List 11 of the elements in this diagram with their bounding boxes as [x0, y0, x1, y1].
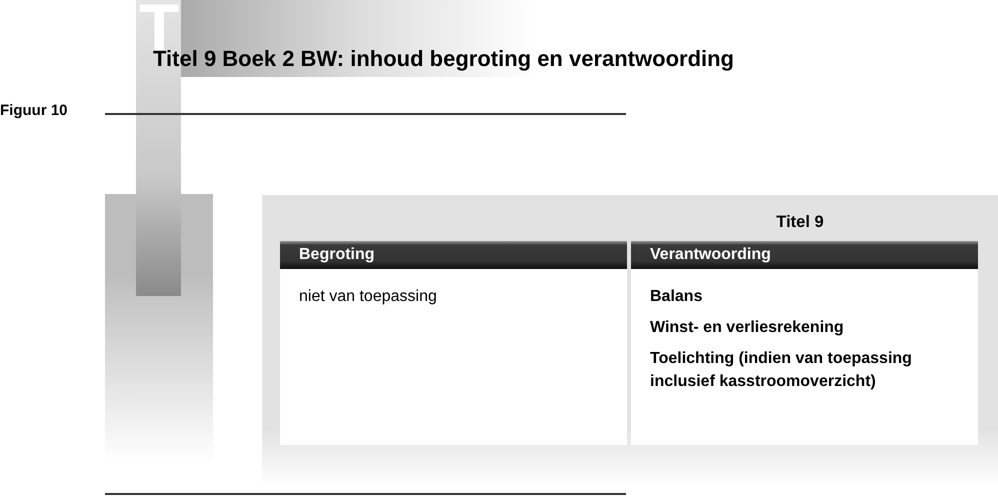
- cell-text: Winst- en verliesrekening: [650, 318, 845, 338]
- figure-label: Figuur 10: [0, 101, 68, 121]
- column-header: Begroting: [280, 240, 627, 269]
- title: Titel 9 Boek 2 BW: inhoud begroting en verantwoording: [153, 46, 734, 73]
- table-column: [280, 240, 627, 445]
- cell-text: niet van toepassing: [299, 286, 438, 307]
- panel-heading: Titel 9: [776, 212, 824, 233]
- cell-text: Toelichting (indien van toepassing inclusief kasstroomoverzicht): [650, 348, 913, 392]
- cell-text: Balans: [650, 286, 704, 307]
- column-header: Verantwoording: [631, 240, 978, 269]
- table-column: [631, 240, 978, 445]
